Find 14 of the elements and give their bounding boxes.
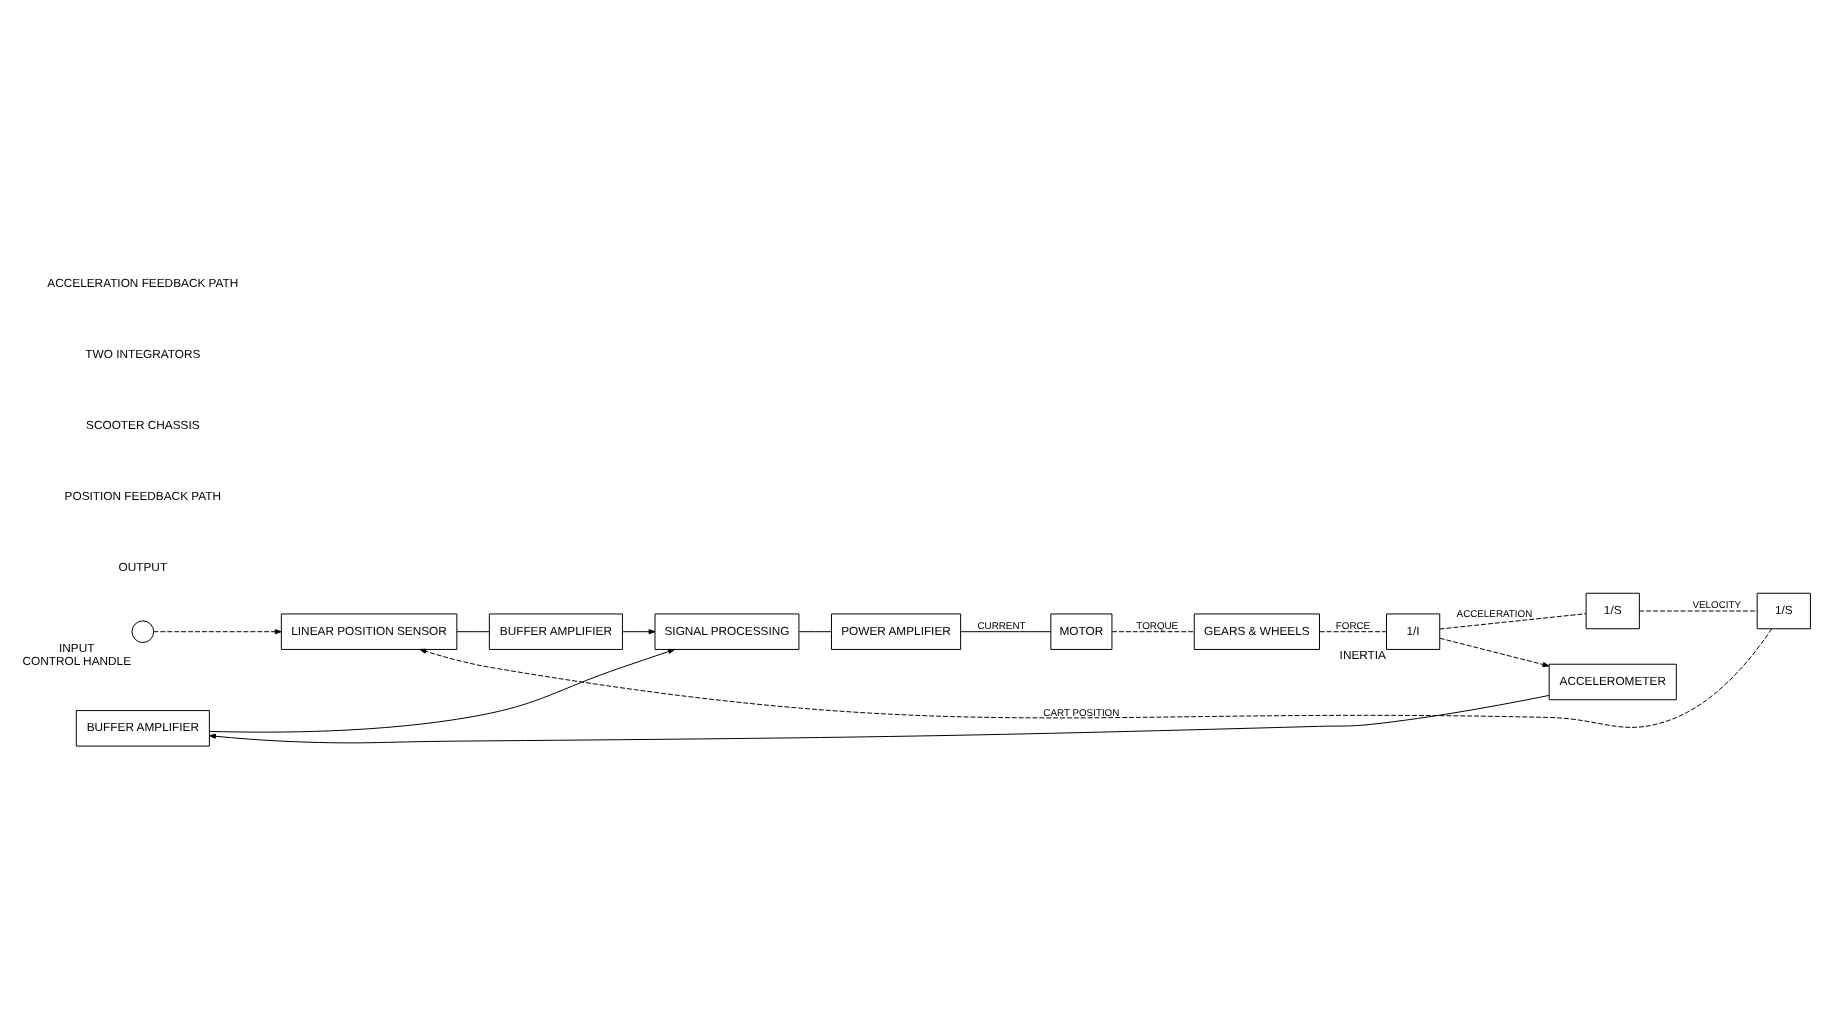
connector bbox=[1319, 630, 1387, 632]
arrow bbox=[209, 647, 675, 732]
connector bbox=[1638, 609, 1758, 611]
arrow bbox=[153, 628, 282, 634]
arrow bbox=[1439, 636, 1550, 667]
arrow bbox=[622, 628, 656, 634]
connector bbox=[960, 630, 1052, 632]
arrow bbox=[419, 627, 1773, 727]
connector bbox=[456, 630, 490, 632]
connector bbox=[798, 630, 832, 632]
node-circle bbox=[131, 619, 155, 643]
connector bbox=[1111, 630, 1195, 632]
arrow bbox=[209, 693, 1550, 743]
connector bbox=[1439, 612, 1587, 629]
